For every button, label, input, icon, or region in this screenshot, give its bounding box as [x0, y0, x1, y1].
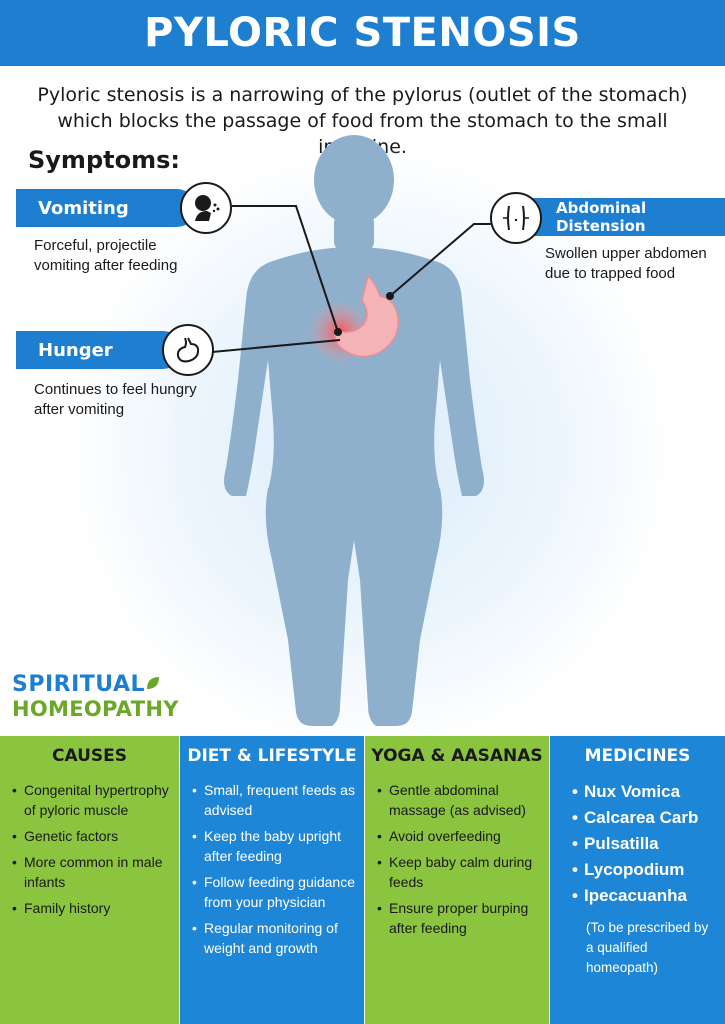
title-banner: PYLORIC STENOSIS [0, 0, 725, 66]
list-item: Ensure proper burping after feeding [377, 898, 543, 938]
panel-title: YOGA & AASANAS [371, 746, 543, 766]
leaf-icon [147, 677, 160, 689]
list-item: Calcarea Carb [572, 806, 719, 830]
symptoms-heading: Symptoms: [28, 146, 180, 174]
list-item: Small, frequent feeds as advised [192, 780, 358, 820]
brand-logo: SPIRITUAL HOMEOPATHY [12, 672, 179, 721]
medicines-note: (To be prescribed by a qualified homeopa… [586, 920, 709, 975]
list-item: Follow feeding guidance from your physic… [192, 872, 358, 912]
list-item: Congenital hypertrophy of pyloric muscle [12, 780, 173, 820]
symptom-label: Hunger [38, 339, 113, 361]
panel-title: CAUSES [51, 746, 127, 766]
list-item: Keep the baby upright after feeding [192, 826, 358, 866]
yoga-aasanas-list: Gentle abdominal massage (as advised) Av… [365, 780, 549, 938]
list-item: Gentle abdominal massage (as advised) [377, 780, 543, 820]
stomach-icon [162, 324, 214, 376]
body-silhouette [224, 135, 484, 726]
diet-lifestyle-panel: DIET & LIFESTYLE Small, frequent feeds a… [180, 736, 364, 1024]
symptom-label: Vomiting [38, 197, 129, 219]
vomiting-icon [180, 182, 232, 234]
list-item: Genetic factors [12, 826, 173, 846]
symptom-pill-hunger: Hunger [16, 331, 182, 369]
symptom-description-vomiting: Forceful, projectile vomiting after feed… [34, 237, 178, 274]
list-item: Family history [12, 898, 173, 918]
causes-panel: CAUSES Congenital hypertrophy of pyloric… [0, 736, 179, 1024]
symptom-pill-vomiting: Vomiting [16, 189, 196, 227]
medicines-panel: MEDICINES Nux Vomica Calcarea Carb Pulsa… [550, 736, 725, 1024]
page-title: PYLORIC STENOSIS [144, 10, 581, 56]
diet-lifestyle-list: Small, frequent feeds as advised Keep th… [180, 780, 364, 958]
list-item: Regular monitoring of weight and growth [192, 918, 358, 958]
connector-lines [211, 205, 494, 353]
medicines-list: Nux Vomica Calcarea Carb Pulsatilla Lyco… [550, 780, 725, 908]
panel-title: DIET & LIFESTYLE [187, 746, 357, 766]
symptom-description-abdominal-distension: Swollen upper abdomen due to trapped foo… [545, 245, 707, 282]
list-item: Keep baby calm during feeds [377, 852, 543, 892]
logo-line-1: SPIRITUAL [12, 672, 179, 697]
symptom-pill-abdominal-distension: Abdominal Distension [508, 198, 725, 236]
list-item: More common in male infants [12, 852, 173, 892]
human-body-illustration [211, 135, 494, 726]
abdomen-icon [490, 192, 542, 244]
symptom-description-hunger: Continues to feel hungry after vomiting [34, 381, 197, 418]
list-item: Lycopodium [572, 858, 719, 882]
logo-line-2: HOMEOPATHY [12, 697, 179, 721]
list-item: Pulsatilla [572, 832, 719, 856]
list-item: Nux Vomica [572, 780, 719, 804]
panel-title: MEDICINES [584, 746, 691, 766]
symptom-label: Abdominal Distension [556, 199, 647, 235]
causes-list: Congenital hypertrophy of pyloric muscle… [0, 780, 179, 918]
list-item: Avoid overfeeding [377, 826, 543, 846]
yoga-aasanas-panel: YOGA & AASANAS Gentle abdominal massage … [365, 736, 549, 1024]
list-item: Ipecacuanha [572, 884, 719, 908]
